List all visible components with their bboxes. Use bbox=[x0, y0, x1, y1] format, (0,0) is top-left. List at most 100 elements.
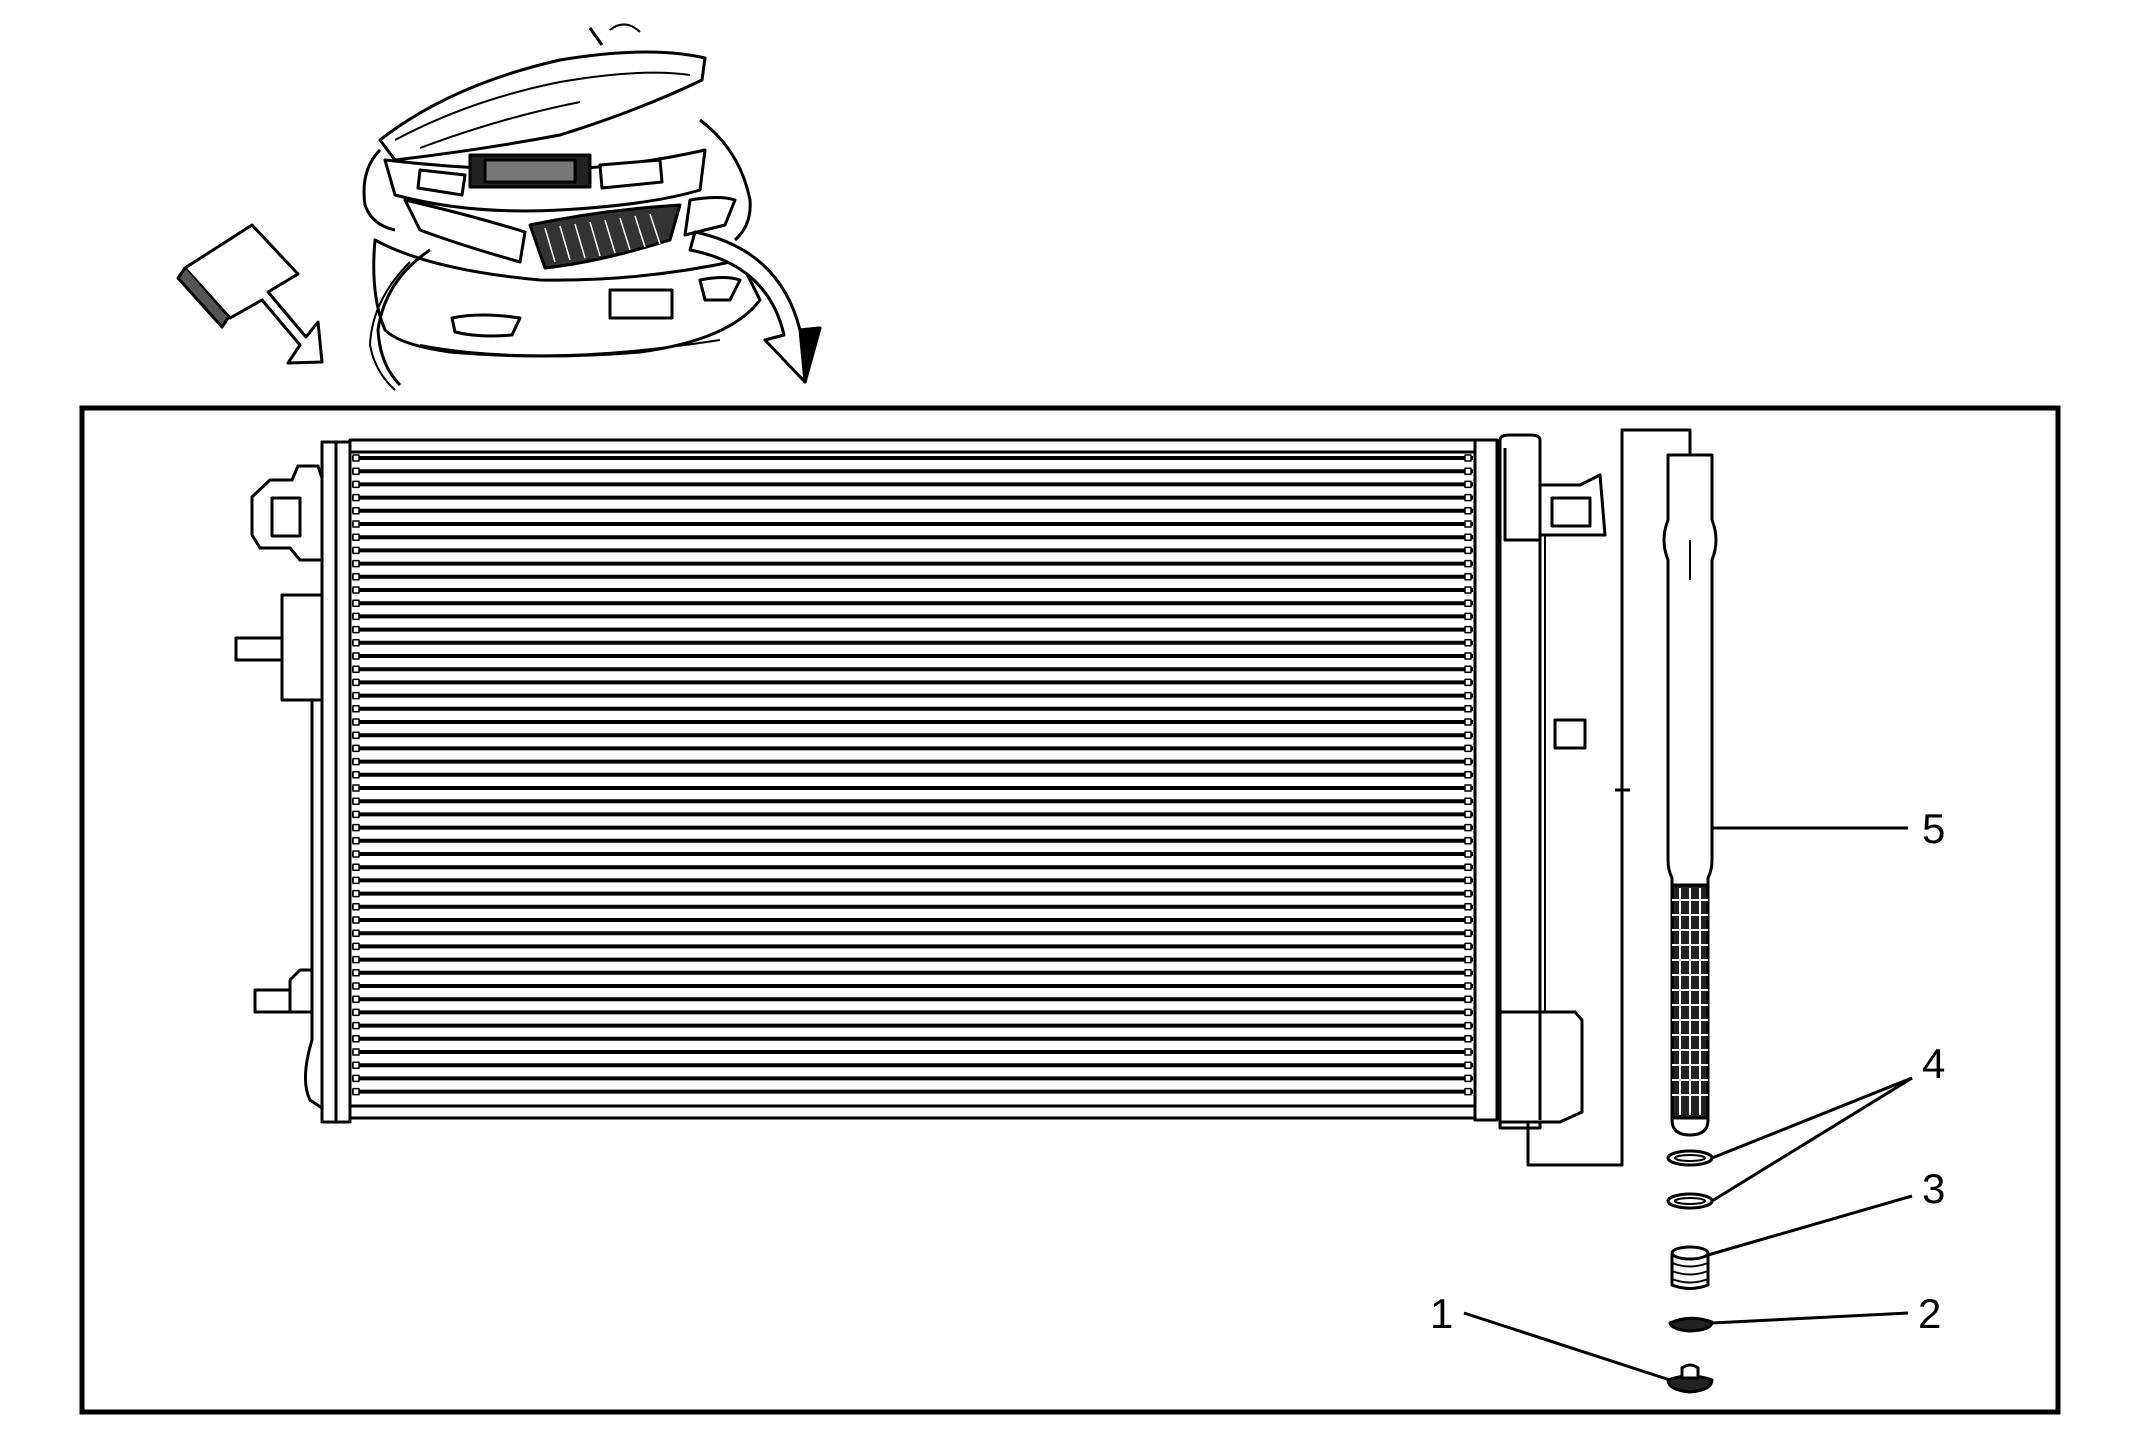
tube-end bbox=[353, 640, 359, 646]
tube-end bbox=[1465, 706, 1471, 712]
tube-end bbox=[353, 996, 359, 1002]
tube-end bbox=[1465, 891, 1471, 897]
tube-end bbox=[353, 613, 359, 619]
tube-end bbox=[353, 653, 359, 659]
callout-3: 3 bbox=[1922, 1165, 1945, 1212]
tube-end bbox=[1465, 613, 1471, 619]
leader-1 bbox=[1464, 1313, 1670, 1380]
tube-end bbox=[353, 917, 359, 923]
leader-bracket bbox=[1528, 430, 1690, 1165]
leader-4a bbox=[1712, 1078, 1912, 1158]
tube-end bbox=[353, 666, 359, 672]
tube-end bbox=[353, 508, 359, 514]
tube-end bbox=[1465, 574, 1471, 580]
tube-end bbox=[353, 732, 359, 738]
callout-1: 1 bbox=[1430, 1290, 1453, 1337]
tube-end bbox=[353, 825, 359, 831]
tube-end bbox=[1465, 1023, 1471, 1029]
threaded-plug bbox=[1672, 1247, 1708, 1289]
tube-end bbox=[1465, 508, 1471, 514]
tube-end bbox=[1465, 983, 1471, 989]
tube-end bbox=[1465, 851, 1471, 857]
tube-end bbox=[353, 785, 359, 791]
tube-end bbox=[353, 798, 359, 804]
tube-end bbox=[353, 547, 359, 553]
tube-end bbox=[353, 1023, 359, 1029]
tube-end bbox=[1465, 521, 1471, 527]
tube-end bbox=[1465, 640, 1471, 646]
tube-end bbox=[353, 495, 359, 501]
tube-end bbox=[1465, 1049, 1471, 1055]
tube-end bbox=[1465, 719, 1471, 725]
tube-end bbox=[353, 468, 359, 474]
tube-end bbox=[1465, 996, 1471, 1002]
vehicle-locator-view bbox=[178, 24, 820, 390]
tube-end bbox=[353, 627, 359, 633]
callout-4: 4 bbox=[1922, 1040, 1945, 1087]
tube-end bbox=[1465, 970, 1471, 976]
tube-end bbox=[353, 1049, 359, 1055]
tube-end bbox=[353, 719, 359, 725]
tube-end bbox=[353, 1009, 359, 1015]
tube-end bbox=[353, 838, 359, 844]
desiccant-element bbox=[1664, 455, 1716, 1135]
tube-end bbox=[1465, 693, 1471, 699]
leader-4b bbox=[1712, 1078, 1912, 1201]
receiver-dryer-housing bbox=[1500, 435, 1540, 1128]
tube-end bbox=[353, 891, 359, 897]
view-direction-arrow-icon bbox=[178, 225, 322, 363]
callout-2: 2 bbox=[1918, 1290, 1941, 1337]
tube-end bbox=[353, 561, 359, 567]
tube-end bbox=[1465, 1009, 1471, 1015]
tube-end bbox=[1465, 1075, 1471, 1081]
tube-end bbox=[1465, 785, 1471, 791]
tube-end bbox=[353, 811, 359, 817]
tube-end bbox=[353, 481, 359, 487]
cap bbox=[1668, 1365, 1712, 1392]
tube-end bbox=[1465, 732, 1471, 738]
tube-end bbox=[353, 943, 359, 949]
tube-end bbox=[1465, 1036, 1471, 1042]
right-header-tank bbox=[1475, 440, 1497, 1120]
tube-end bbox=[1465, 534, 1471, 540]
tube-end bbox=[1465, 679, 1471, 685]
tube-end bbox=[1465, 587, 1471, 593]
tube-end bbox=[1465, 930, 1471, 936]
tube-end bbox=[353, 679, 359, 685]
tube-end bbox=[1465, 495, 1471, 501]
leader-3 bbox=[1708, 1196, 1912, 1255]
tube-end bbox=[353, 1062, 359, 1068]
curved-location-arrow-icon bbox=[690, 232, 820, 382]
tube-end bbox=[353, 521, 359, 527]
tube-end bbox=[353, 983, 359, 989]
exploded-parts bbox=[1664, 455, 1716, 1392]
left-outlet-fitting bbox=[255, 990, 290, 1012]
tube-end bbox=[353, 864, 359, 870]
tube-end bbox=[1465, 877, 1471, 883]
tube-end bbox=[1465, 759, 1471, 765]
tube-end bbox=[353, 706, 359, 712]
tube-end bbox=[353, 772, 359, 778]
tube-end bbox=[1465, 798, 1471, 804]
tube-end bbox=[1465, 627, 1471, 633]
tube-end bbox=[353, 600, 359, 606]
condenser-core bbox=[350, 440, 1475, 1118]
condenser-assembly bbox=[236, 430, 1690, 1165]
vehicle-front-icon bbox=[364, 24, 760, 390]
tube-end bbox=[353, 759, 359, 765]
callout-leaders bbox=[1464, 828, 1912, 1380]
tube-end bbox=[1465, 1062, 1471, 1068]
tube-end bbox=[1465, 745, 1471, 751]
tube-end bbox=[353, 693, 359, 699]
tube-end bbox=[353, 877, 359, 883]
tube-end bbox=[1465, 481, 1471, 487]
tube-end bbox=[1465, 864, 1471, 870]
tube-end bbox=[1465, 666, 1471, 672]
tube-end bbox=[1465, 904, 1471, 910]
retaining-clip bbox=[1670, 1318, 1712, 1331]
tube-end bbox=[1465, 825, 1471, 831]
tube-end bbox=[353, 534, 359, 540]
tube-end bbox=[353, 1089, 359, 1095]
callout-5: 5 bbox=[1922, 805, 1945, 852]
